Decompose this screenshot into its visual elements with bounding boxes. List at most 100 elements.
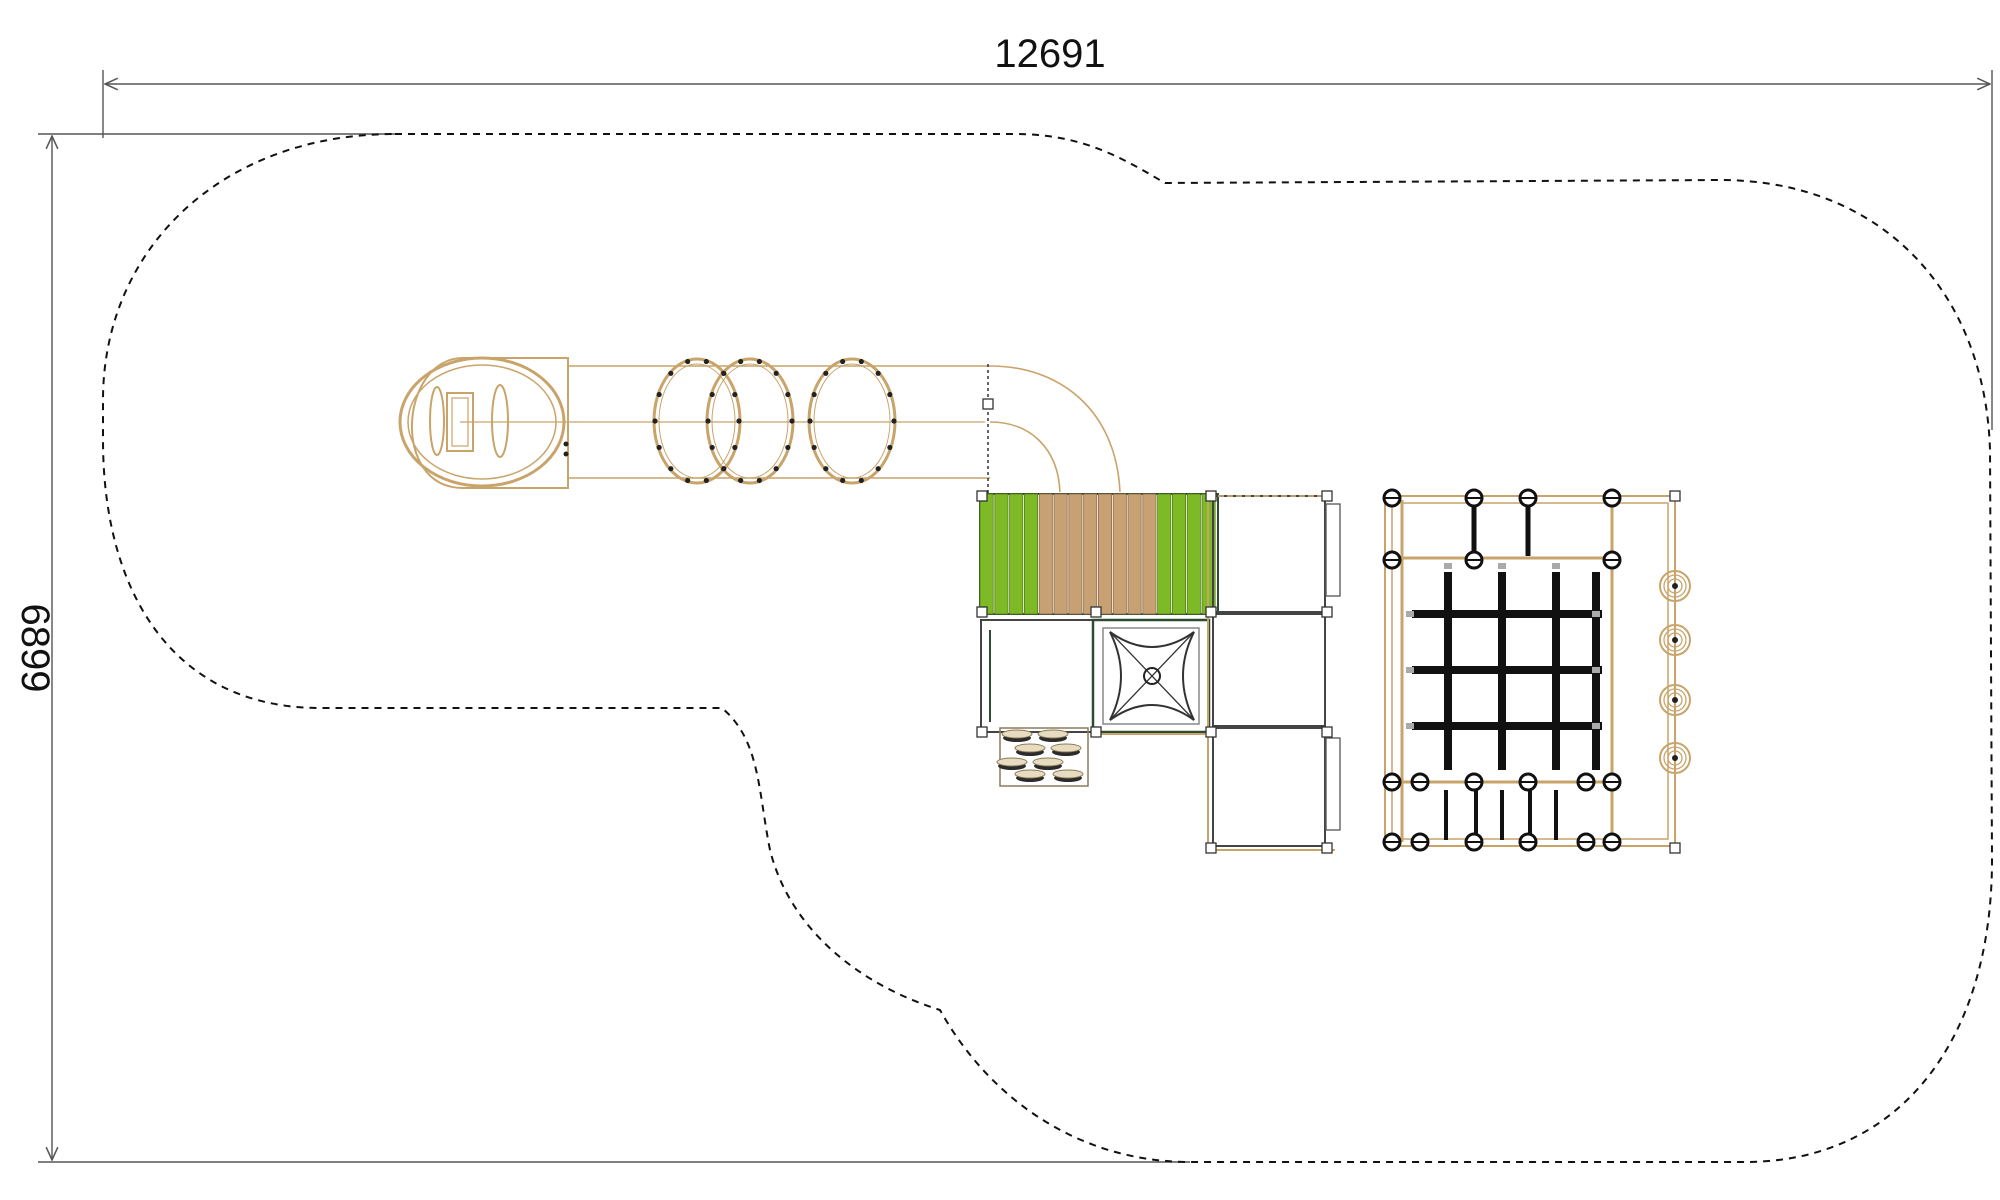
ring-bolt [858, 358, 864, 365]
ring-bolt [807, 418, 813, 424]
curved-chute [989, 365, 1121, 493]
net-rope-anchor [1406, 611, 1414, 617]
ring-ladder-ring [1659, 624, 1691, 656]
canopy-platform [1091, 618, 1211, 735]
ring-ladder-ring [1659, 742, 1691, 774]
deck-plank [1009, 493, 1024, 615]
net-rope-anchor [1592, 667, 1600, 673]
corner-post [1205, 490, 1217, 502]
ring-bolt [785, 444, 791, 451]
width-dimension-label: 12691 [994, 32, 1105, 76]
ring-ladder-ring [1667, 632, 1683, 648]
ring-bolt [656, 444, 662, 451]
ring-bolt [823, 370, 829, 376]
frame-bottom [1212, 727, 1326, 847]
ring-bolt [785, 391, 791, 398]
ring-ladder-ring [1663, 628, 1687, 652]
chute-curve-inner [989, 421, 1061, 493]
ring-bolt [840, 477, 846, 484]
corner-posts [976, 490, 1681, 854]
net-rope-anchor [1552, 563, 1560, 569]
ring-hoop-1 [652, 357, 742, 485]
deck-plank [1142, 493, 1157, 615]
ring-bolt [685, 358, 691, 365]
canopy-frame-inner [1102, 627, 1200, 725]
ring-bolt [738, 477, 744, 484]
ring-bolt [652, 418, 658, 424]
ladder-step-top [1001, 729, 1033, 739]
ring-bolt [732, 391, 738, 398]
ring-bolt [738, 358, 744, 365]
deck-plank [1098, 493, 1113, 615]
net-rope-anchor [1498, 563, 1506, 569]
deck-plank [994, 493, 1009, 615]
ladder-frame [999, 727, 1089, 787]
net-rope-anchor [1406, 723, 1414, 729]
tunnel-handle-left [429, 386, 445, 456]
deck-plank [1112, 493, 1127, 615]
frame-middle [1212, 613, 1326, 727]
deck-plank [1172, 493, 1187, 615]
deck-plank [1024, 493, 1039, 615]
deck-plank [1053, 493, 1068, 615]
tunnel-slide [398, 356, 569, 489]
net-rope-anchor [1592, 723, 1600, 729]
ring-bolt [668, 466, 674, 472]
left-lower-platform [980, 619, 1094, 733]
chute-curve-outer [989, 365, 1121, 493]
ring-ladder-ring [1659, 684, 1691, 716]
ring-bolt [756, 358, 762, 365]
corner-post [1090, 606, 1102, 618]
ring-bolt [756, 477, 762, 484]
ring-bolt [703, 477, 709, 484]
ladder-step-top [996, 757, 1028, 767]
ring-ladder-ring [1663, 574, 1687, 598]
ring-bolt [709, 444, 715, 451]
corner-post [976, 606, 988, 618]
ring-bolt [811, 444, 817, 451]
canopy-center-knot [1143, 667, 1161, 685]
rope-net-climber [1382, 488, 1676, 852]
ring-bolt [887, 391, 893, 398]
ring-bolt [811, 391, 817, 398]
tunnel-bolt-bottom [563, 451, 569, 457]
stepping-ladder [996, 727, 1089, 787]
ring-bolt [656, 391, 662, 398]
platform-frames [1207, 495, 1341, 851]
tunnel-tube [460, 364, 994, 494]
corner-post [1669, 490, 1681, 502]
ring-ladder-hub [1672, 755, 1678, 761]
ring-bolt [823, 466, 829, 472]
deck-plank [979, 493, 994, 615]
ring-bolt [773, 370, 779, 376]
ring-hoop-3 [807, 357, 897, 485]
ladder-step-top [1014, 769, 1046, 779]
ring-hoop-inner-1 [658, 363, 736, 479]
tunnel-bolt-top [563, 441, 569, 447]
net-rope-anchor [1592, 611, 1600, 617]
ring-bolt [875, 466, 881, 472]
tube-joint-clip [982, 398, 994, 410]
ring-bolt [840, 358, 846, 365]
ring-ladder-ring [1667, 692, 1683, 708]
ring-hoop-inner-2 [711, 363, 789, 479]
ladder-step-top [1052, 769, 1084, 779]
ring-hoop-2 [705, 357, 795, 485]
corner-post [1205, 726, 1217, 738]
corner-post [1321, 726, 1333, 738]
deck-plank [1068, 493, 1083, 615]
corner-post [976, 490, 988, 502]
deck-plank [1038, 493, 1053, 615]
corner-post [1090, 726, 1102, 738]
width-dimension: 12691 [102, 32, 1993, 430]
ring-bolt [773, 466, 779, 472]
corner-post [1205, 606, 1217, 618]
ring-ladder-hub [1672, 583, 1678, 589]
ring-bolt [668, 370, 674, 376]
corner-post [1669, 842, 1681, 854]
ring-hoop-inner-3 [813, 363, 891, 479]
deck-plank [1083, 493, 1098, 615]
ring-bolt [721, 466, 727, 472]
corner-post [976, 726, 988, 738]
